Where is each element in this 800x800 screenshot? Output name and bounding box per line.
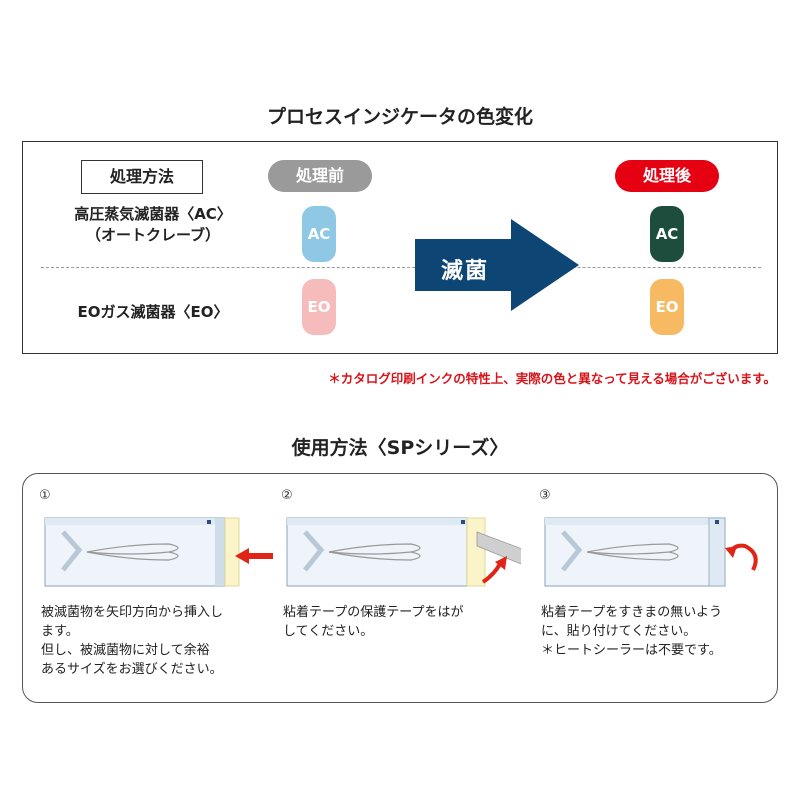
row-divider <box>41 267 761 268</box>
curl-arrow-icon <box>481 561 503 584</box>
usage-panel: ① 被滅菌物を矢印方向から挿入し ます。 但し、被滅菌物に対して余裕 あるサイズ… <box>22 473 778 703</box>
usage-step-1: ① 被滅菌物を矢印方向から挿入し ます。 但し、被滅菌物に対して余裕 あるサイズ… <box>39 488 279 677</box>
pouch-insert-illustration <box>44 517 273 587</box>
eo-gas-label: EOガス滅菌器〈EO〉 <box>77 303 229 321</box>
eo-after-badge: EO <box>650 279 684 335</box>
usage-title: 使用方法〈SPシリーズ〉 <box>291 437 509 459</box>
step-description: 粘着テープの保護テープをはが してください。 <box>283 605 464 639</box>
ac-before-badge: AC <box>302 206 336 262</box>
sterilization-arrow-icon <box>415 219 579 311</box>
arrow-left-icon <box>235 548 273 564</box>
step-description: 粘着テープをすきまの無いよう に、貼り付けてください。 ＊ヒートシーラーは不要で… <box>541 605 722 658</box>
before-pill: 処理前 <box>268 160 372 192</box>
ac-after-badge: AC <box>650 206 684 262</box>
eo-before-badge: EO <box>302 279 336 335</box>
indicator-panel: 処理方法 処理前 処理後 高圧蒸気滅菌器〈AC〉 （オートクレーブ） EOガス滅… <box>22 141 778 354</box>
usage-step-3: ③ 粘着テープをすきまの無いよう に、貼り付けてください。 ＊ヒートシーラーは不… <box>539 488 779 658</box>
indicator-title: プロセスインジケータの色変化 <box>266 106 533 128</box>
method-label: 処理方法 <box>81 160 203 194</box>
step-number: ① <box>39 488 51 503</box>
after-pill: 処理後 <box>615 160 719 192</box>
step-number: ③ <box>539 488 551 503</box>
print-color-note: ＊カタログ印刷インクの特性上、実際の色と異なって見える場合がございます。 <box>328 371 776 386</box>
seal-tape-illustration <box>544 517 758 587</box>
step-number: ② <box>281 488 293 503</box>
peel-tape-illustration <box>286 517 521 587</box>
arrow-label: 滅菌 <box>440 259 489 284</box>
step-description: 被滅菌物を矢印方向から挿入し ます。 但し、被滅菌物に対して余裕 あるサイズをお… <box>41 605 224 677</box>
autoclave-label: 高圧蒸気滅菌器〈AC〉 （オートクレーブ） <box>74 205 232 244</box>
usage-step-2: ② 粘着テープの保護テープをはが してください。 <box>281 488 521 639</box>
